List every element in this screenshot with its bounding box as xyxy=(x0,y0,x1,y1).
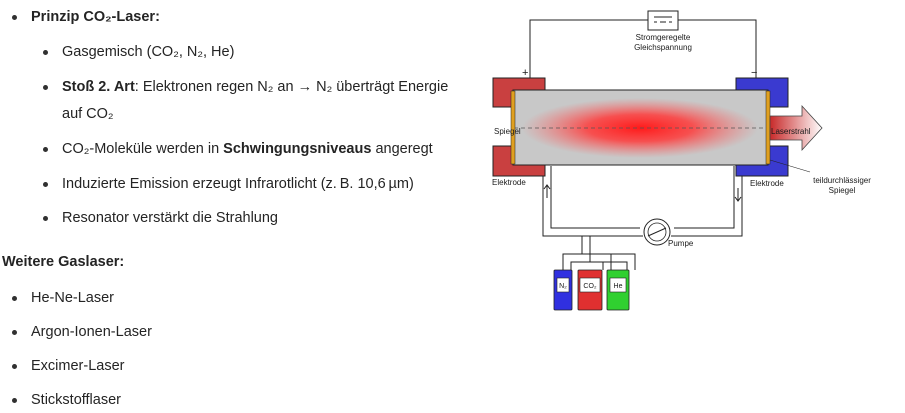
gas-supply-pipe xyxy=(582,253,612,270)
list-bullet xyxy=(12,330,17,335)
list-bullet xyxy=(12,364,17,369)
pump-icon xyxy=(643,218,671,246)
gas-supply-pipe xyxy=(570,236,591,270)
supply-wire xyxy=(529,19,648,80)
gas-return-pipe xyxy=(674,166,735,229)
list-bullet xyxy=(43,216,48,221)
gas-return-pipe xyxy=(542,166,643,237)
list-item-collision-continued: auf CO₂ xyxy=(62,106,114,122)
heading-bullet xyxy=(12,15,17,20)
text-segment: Gasgemisch (CO₂, N₂, He) xyxy=(62,44,235,60)
list-item-resonator: Resonator verstärkt die Strahlung xyxy=(62,210,278,226)
section-heading-co2-laser: Prinzip CO₂-Laser: xyxy=(31,9,160,25)
gas-supply-pipe xyxy=(562,236,583,270)
text-segment: Induzierte Emission erzeugt Infrarotlich… xyxy=(62,176,414,192)
mirror-label: Spiegel xyxy=(494,127,521,136)
gas-bottle-co2: CO₂ xyxy=(577,269,603,311)
power-supply-label: Stromgeregelte xyxy=(636,33,691,42)
dc-power-supply-icon xyxy=(647,10,679,31)
co2-laser-diagram: Stromgeregelte Gleichspannung + − Pumpe … xyxy=(492,10,871,311)
partial-mirror-label: teildurchlässiger xyxy=(813,176,871,185)
list-item-nitrogen-laser: Stickstofflaser xyxy=(31,392,121,408)
list-bullet xyxy=(43,50,48,55)
list-item-he-ne-laser: He-Ne-Laser xyxy=(31,290,114,306)
gas-return-pipe xyxy=(550,166,640,229)
gas-label-n2: N₂ xyxy=(559,283,567,290)
list-item-argon-ion-laser: Argon-Ionen-Laser xyxy=(31,324,152,340)
gas-return-pipe xyxy=(671,166,743,237)
list-item-collision: Stoß 2. Art: Elektronen regen N₂ an → N₂… xyxy=(62,79,448,95)
pointer-line xyxy=(769,159,811,173)
text-segment: Resonator verstärkt die Strahlung xyxy=(62,210,278,226)
flow-arrow-icon xyxy=(734,188,742,202)
section-heading-other-gas-lasers: Weitere Gaslaser: xyxy=(2,254,125,270)
list-item-excimer-laser: Excimer-Laser xyxy=(31,358,125,374)
text-segment: Stoß 2. Art xyxy=(62,79,135,95)
list-bullet xyxy=(12,398,17,403)
gas-supply-pipe xyxy=(603,253,636,270)
text-segment: CO₂-Moleküle werden in xyxy=(62,141,224,157)
rear-mirror xyxy=(510,90,516,165)
gas-label-he: He xyxy=(614,283,623,290)
gas-bottle-he: He xyxy=(606,269,630,311)
electrode-label-right: Elektrode xyxy=(750,179,784,188)
list-bullet xyxy=(43,147,48,152)
text-segment: angeregt xyxy=(371,141,433,157)
list-bullet xyxy=(43,182,48,187)
gas-label-co2: CO₂ xyxy=(583,283,597,290)
laser-beam-arrow xyxy=(769,104,823,152)
power-supply-label: Gleichspannung xyxy=(634,43,692,52)
supply-wire xyxy=(678,19,757,80)
partial-mirror-label: Spiegel xyxy=(829,186,856,195)
electrode-label-left: Elektrode xyxy=(492,178,526,187)
minus-sign: − xyxy=(751,67,757,79)
list-bullet xyxy=(12,296,17,301)
pump-label: Pumpe xyxy=(668,239,694,248)
gas-bottle-n2: N₂ xyxy=(553,269,573,311)
list-bullet xyxy=(43,85,48,90)
text-segment: Schwingungsniveaus xyxy=(223,141,372,157)
laser-beam-label: Laserstrahl xyxy=(771,127,811,136)
text-segment: : Elektronen regen N₂ an → N₂ überträgt … xyxy=(134,79,449,95)
output-mirror xyxy=(765,90,771,165)
plus-sign: + xyxy=(522,67,528,79)
list-item-induced-emission: Induzierte Emission erzeugt Infrarotlich… xyxy=(62,176,414,192)
flow-arrow-icon xyxy=(543,184,551,198)
list-item-vibration-levels: CO₂-Moleküle werden in Schwingungsniveau… xyxy=(62,141,433,157)
text-segment: auf CO₂ xyxy=(62,106,114,122)
list-item-gas-mixture: Gasgemisch (CO₂, N₂, He) xyxy=(62,44,234,60)
